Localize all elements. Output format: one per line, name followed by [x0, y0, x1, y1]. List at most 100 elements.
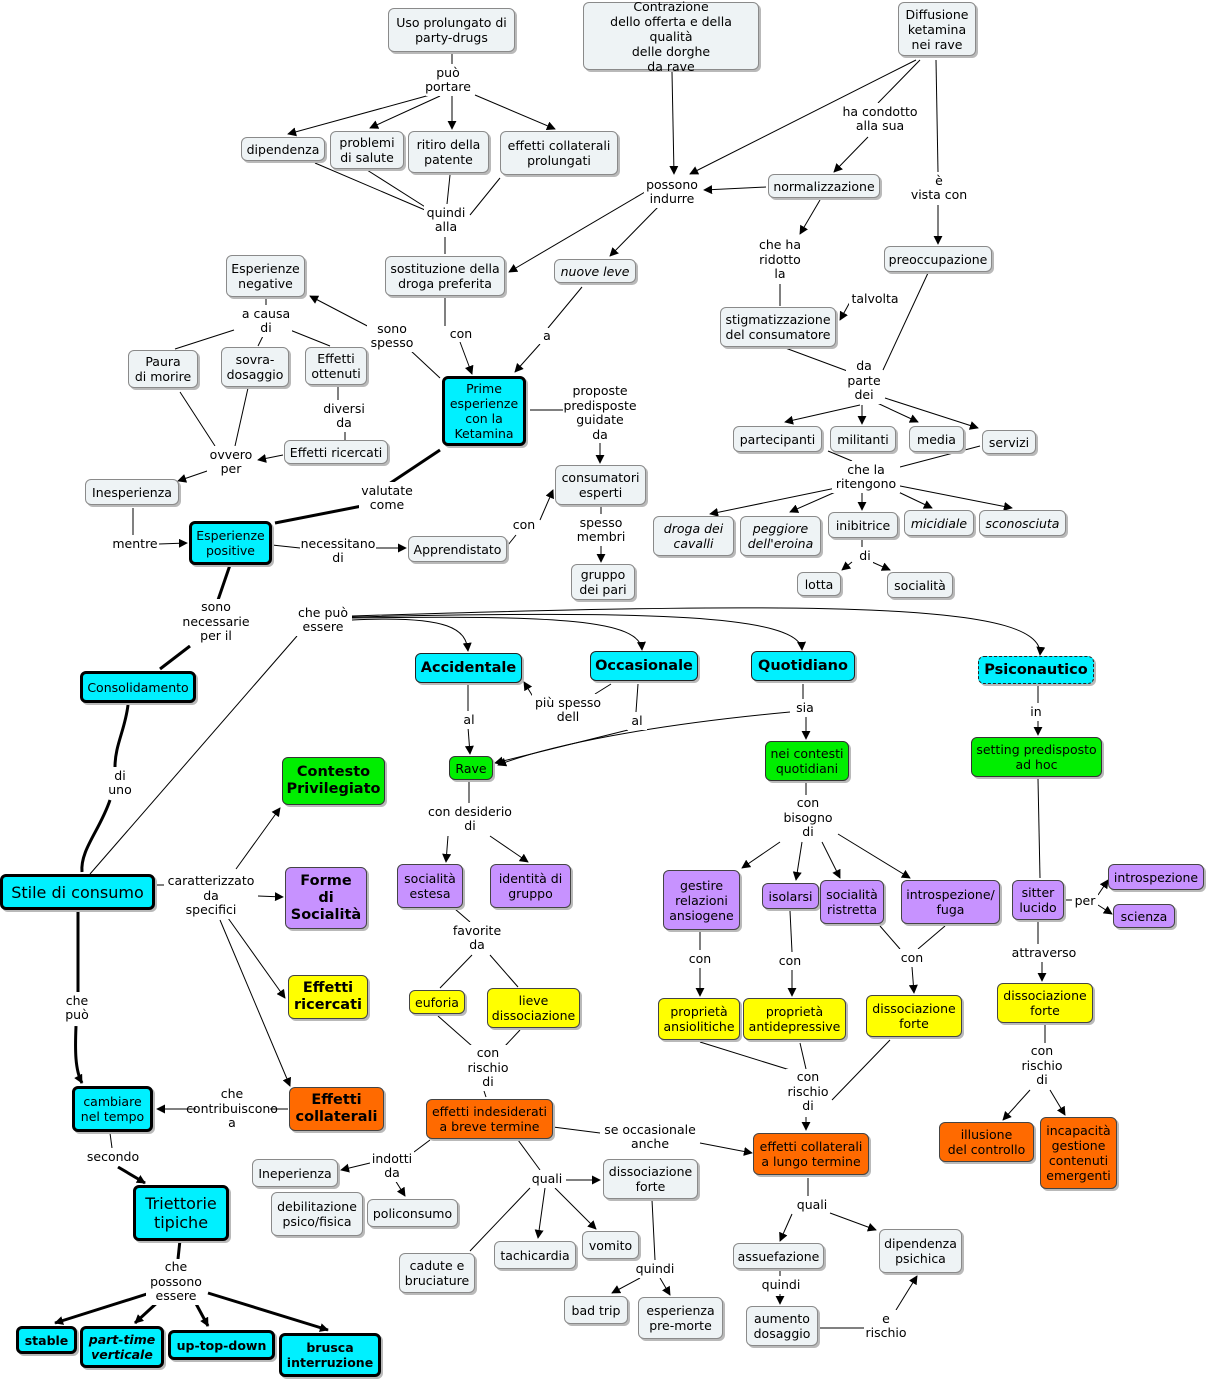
concept-node-inesperienza[interactable]: Inesperienza: [85, 479, 179, 505]
concept-node-apprendistato[interactable]: Apprendistato: [408, 536, 507, 562]
link-line: [635, 683, 639, 713]
concept-node-droga[interactable]: droga dei cavalli: [653, 516, 734, 556]
concept-node-quotidiano[interactable]: Quotidiano: [751, 651, 855, 681]
link-line: [874, 401, 919, 423]
concept-node-incapacita[interactable]: incapacità gestione contenuti emergenti: [1040, 1117, 1117, 1189]
concept-node-ritiro[interactable]: ritiro della patente: [408, 131, 489, 173]
concept-node-policonsumo[interactable]: policonsumo: [367, 1199, 458, 1227]
link-line: [216, 564, 232, 601]
concept-node-isolarsi[interactable]: isolarsi: [762, 883, 819, 909]
concept-node-gruppo[interactable]: gruppo dei pari: [571, 564, 635, 600]
concept-node-rave[interactable]: Rave: [449, 756, 493, 780]
concept-node-sostituzione[interactable]: sostituzione della droga preferita: [385, 256, 505, 296]
concept-node-occasionale[interactable]: Occasionale: [590, 651, 698, 681]
concept-node-preoccupazione[interactable]: preoccupazione: [884, 246, 992, 272]
concept-node-lotta[interactable]: lotta: [797, 572, 841, 596]
concept-node-aumento[interactable]: aumento dosaggio: [746, 1306, 818, 1346]
concept-node-accidentale[interactable]: Accidentale: [415, 653, 522, 683]
concept-node-socristretta[interactable]: socialità ristretta: [820, 880, 884, 924]
concept-node-inibitrice[interactable]: inibitrice: [828, 512, 898, 538]
concept-node-illusione[interactable]: illusione del controllo: [939, 1122, 1034, 1162]
concept-node-partecipanti[interactable]: partecipanti: [733, 426, 822, 452]
link-line: [227, 917, 286, 999]
concept-node-militanti[interactable]: militanti: [830, 426, 896, 452]
concept-node-lieve[interactable]: lieve dissociazione: [487, 988, 580, 1028]
concept-node-introspezione[interactable]: introspezione: [1108, 864, 1204, 890]
link-line: [609, 204, 661, 257]
concept-node-nuoveleve[interactable]: nuove leve: [554, 259, 636, 283]
concept-node-effricercati[interactable]: Effetti ricercati: [288, 975, 368, 1019]
concept-node-parttime[interactable]: part-time verticale: [80, 1326, 164, 1368]
concept-node-esperienzepos[interactable]: Esperienze positive: [189, 521, 272, 565]
concept-node-micidiale[interactable]: micidiale: [904, 510, 974, 536]
concept-node-paura[interactable]: Paura di morire: [128, 350, 198, 388]
concept-node-contesto[interactable]: Contesto Privilegiato: [282, 757, 385, 805]
concept-node-sconosciuta[interactable]: sconosciuta: [979, 510, 1066, 536]
concept-node-tachicardia[interactable]: tachicardia: [494, 1241, 576, 1269]
concept-node-peggiore[interactable]: peggiore dell'eroina: [740, 516, 821, 556]
concept-node-sitter[interactable]: sitter lucido: [1012, 880, 1064, 920]
concept-node-forme[interactable]: Forme di Socialità: [285, 867, 367, 929]
concept-node-effprolungati[interactable]: effetti collaterali prolungati: [500, 131, 618, 175]
concept-node-consolidamento[interactable]: Consolidamento: [80, 671, 196, 703]
concept-node-cadute[interactable]: cadute e bruciature: [399, 1253, 475, 1293]
concept-node-dissforte2[interactable]: dissociazione forte: [997, 983, 1093, 1023]
concept-node-dissforte1[interactable]: dissociazione forte: [866, 995, 962, 1037]
concept-node-debilitazione[interactable]: debilitazione psico/fisica: [271, 1192, 363, 1236]
link-label-sononecessarie: sono necessarie per il: [182, 599, 250, 645]
concept-node-brusca[interactable]: brusca interruzione: [279, 1333, 381, 1377]
concept-node-contrazione[interactable]: Contrazione dello offerta e della qualit…: [583, 0, 759, 74]
concept-node-indesiderati[interactable]: effetti indesiderati a breve termine: [426, 1099, 553, 1139]
concept-node-consumatori[interactable]: consumatori esperti: [555, 465, 646, 505]
concept-node-lungotermine[interactable]: effetti collaterali a lungo termine: [753, 1133, 869, 1175]
concept-node-stable[interactable]: stable: [16, 1326, 77, 1354]
concept-node-dipendenza[interactable]: dipendenza: [241, 137, 325, 161]
concept-node-stigmatizzazione[interactable]: stigmatizzazione del consumatore: [720, 307, 836, 347]
link-line: [469, 177, 501, 216]
concept-node-antidepressive[interactable]: proprietà antidepressive: [743, 998, 846, 1040]
concept-node-vomito[interactable]: vomito: [582, 1231, 639, 1259]
concept-node-gestire[interactable]: gestire relazioni ansiogene: [663, 870, 740, 930]
concept-node-dissforte3[interactable]: dissociazione forte: [603, 1159, 698, 1199]
concept-node-normalizzazione[interactable]: normalizzazione: [768, 174, 880, 198]
concept-node-contesti[interactable]: nei contesti quotidiani: [765, 741, 849, 781]
concept-node-euforia[interactable]: euforia: [409, 990, 465, 1014]
link-line: [651, 1199, 656, 1261]
link-line: [1002, 1089, 1031, 1121]
concept-node-cambiare[interactable]: cambiare nel tempo: [72, 1086, 153, 1132]
concept-node-ansiolitiche[interactable]: proprietà ansiolitiche: [658, 998, 740, 1040]
concept-node-uptopdown[interactable]: up-top-down: [168, 1330, 275, 1360]
concept-node-ineperienza[interactable]: Ineperienza: [252, 1159, 338, 1187]
concept-node-stile[interactable]: Stile di consumo: [0, 874, 155, 910]
concept-node-diffusione[interactable]: Diffusione ketamina nei rave: [898, 2, 976, 56]
concept-node-prime[interactable]: Prime esperienze con la Ketamina: [442, 376, 526, 446]
concept-node-effcollaterali[interactable]: Effetti collaterali: [289, 1087, 384, 1131]
concept-node-socestesa[interactable]: socialità estesa: [397, 864, 463, 908]
concept-node-premorte[interactable]: esperienza pre-morte: [638, 1297, 723, 1339]
concept-node-servizi[interactable]: servizi: [982, 430, 1036, 454]
concept-node-setting[interactable]: setting predisposto ad hoc: [971, 737, 1102, 777]
concept-node-problemi[interactable]: problemi di salute: [330, 131, 404, 169]
concept-node-dippsichica[interactable]: dipendenza psichica: [879, 1229, 962, 1273]
concept-node-introfuga[interactable]: introspezione/ fuga: [901, 880, 1000, 924]
concept-node-effricercatiplain[interactable]: Effetti ricercati: [284, 440, 388, 464]
concept-node-sovra[interactable]: sovra- dosaggio: [221, 347, 289, 387]
link-line: [821, 841, 841, 879]
link-line: [351, 613, 806, 651]
concept-node-media[interactable]: media: [909, 426, 964, 452]
concept-node-effottenuti[interactable]: Effetti ottenuti: [305, 347, 367, 385]
concept-node-uso[interactable]: Uso prolungato di party-drugs: [388, 8, 515, 52]
concept-node-psiconautico[interactable]: Psiconautico: [978, 656, 1094, 684]
link-line: [703, 185, 767, 195]
link-line: [159, 644, 191, 671]
concept-node-esperienzeneg[interactable]: Esperienze negative: [226, 255, 305, 297]
link-line: [908, 966, 918, 994]
concept-node-socialita[interactable]: socialità: [887, 572, 953, 598]
link-line: [1097, 904, 1113, 915]
link-label-evistacon: è vista con: [908, 172, 970, 204]
concept-node-triettorie[interactable]: Triettorie tipiche: [133, 1185, 229, 1241]
concept-node-assuefazione[interactable]: assuefazione: [733, 1243, 824, 1269]
concept-node-scienza[interactable]: scienza: [1113, 904, 1175, 928]
concept-node-identita[interactable]: identità di gruppo: [490, 864, 571, 908]
concept-node-badtrip[interactable]: bad trip: [564, 1296, 628, 1324]
